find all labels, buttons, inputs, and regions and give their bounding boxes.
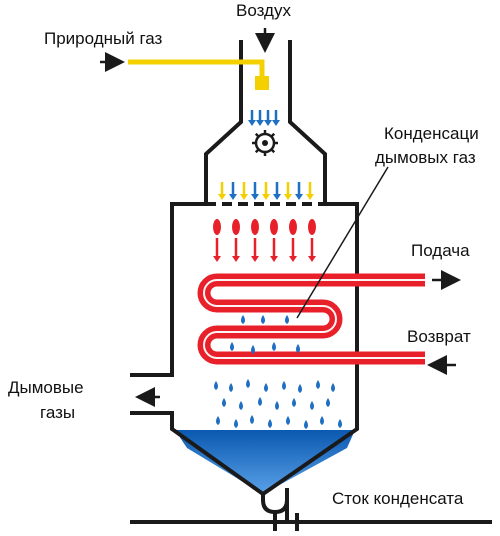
- flame: [289, 219, 297, 235]
- mix-arrow: [273, 182, 281, 200]
- air-arrow: [264, 110, 272, 126]
- droplet: [296, 344, 300, 353]
- droplet: [304, 420, 308, 429]
- external-arrows: [100, 28, 461, 407]
- air-label: Воздух: [236, 1, 291, 20]
- droplet: [234, 419, 238, 428]
- flame: [270, 219, 278, 235]
- droplet: [216, 416, 220, 425]
- air-flow-arrows: [248, 110, 280, 126]
- mix-arrow: [251, 182, 259, 200]
- droplet: [298, 384, 302, 393]
- boiler-left-wall: [130, 40, 243, 377]
- gas-nozzle: [255, 76, 269, 90]
- droplet: [292, 398, 296, 407]
- droplet: [261, 315, 265, 324]
- condensate-pool: [175, 430, 355, 494]
- flue-condensation-label-line2: дымовых газ: [375, 148, 476, 167]
- droplet: [222, 398, 226, 407]
- mix-arrow: [262, 182, 270, 200]
- droplet: [331, 383, 335, 392]
- flame: [213, 219, 221, 235]
- burner-flames: [213, 219, 316, 262]
- droplet: [310, 401, 314, 410]
- condensate-drain-label: Сток конденсата: [332, 489, 464, 508]
- droplet: [282, 381, 286, 390]
- droplet: [214, 381, 218, 390]
- droplet: [264, 383, 268, 392]
- droplet: [241, 315, 245, 324]
- droplet: [286, 416, 290, 425]
- return-label: Возврат: [407, 327, 471, 346]
- mix-arrow: [218, 182, 226, 200]
- supply-label: Подача: [411, 241, 470, 260]
- droplet: [250, 415, 254, 424]
- droplet: [316, 380, 320, 389]
- droplet: [246, 379, 250, 388]
- flame-arrow: [270, 238, 278, 262]
- flame: [251, 219, 259, 235]
- flame-arrow: [251, 238, 259, 262]
- gas-air-mix-arrows: [218, 182, 314, 200]
- heat-exchanger-coil-highlight: [203, 279, 425, 359]
- natural-gas-label: Природный газ: [44, 29, 163, 48]
- droplet: [320, 416, 324, 425]
- flue-gases-label-line2: газы: [40, 403, 76, 422]
- boiler-left-wall-lower: [130, 411, 265, 496]
- droplet: [275, 401, 279, 410]
- drain-pipe: [130, 513, 492, 531]
- droplet: [239, 401, 243, 410]
- droplet: [326, 398, 330, 407]
- mix-arrow: [240, 182, 248, 200]
- flue-gases-label-line1: Дымовые: [8, 378, 84, 397]
- flame: [232, 219, 240, 235]
- flame-arrow: [308, 238, 316, 262]
- air-arrow: [248, 110, 256, 126]
- flue-condensation-label-line1: Конденсаци: [384, 124, 479, 143]
- condensation-leader-line: [296, 166, 389, 319]
- droplet: [338, 419, 342, 428]
- condensate-droplets: [214, 315, 342, 429]
- mix-arrow: [229, 182, 237, 200]
- flame: [308, 219, 316, 235]
- gas-pipe: [128, 59, 265, 80]
- flame-arrow: [289, 238, 297, 262]
- mix-arrow: [284, 182, 292, 200]
- droplet: [268, 419, 272, 428]
- mix-arrow: [306, 182, 314, 200]
- boiler-right-wall: [261, 40, 359, 496]
- flame-arrow: [232, 238, 240, 262]
- droplet: [251, 345, 255, 354]
- droplet: [258, 397, 262, 406]
- heat-exchanger-coil: [197, 273, 425, 365]
- air-arrow: [256, 110, 264, 126]
- fan-icon: [252, 130, 278, 156]
- droplet: [285, 315, 289, 324]
- drain-siphon: [261, 488, 289, 520]
- air-arrow: [272, 110, 280, 126]
- droplet: [230, 342, 234, 351]
- droplet: [272, 342, 276, 351]
- droplet: [229, 383, 233, 392]
- flame-arrow: [213, 238, 221, 262]
- mix-arrow: [295, 182, 303, 200]
